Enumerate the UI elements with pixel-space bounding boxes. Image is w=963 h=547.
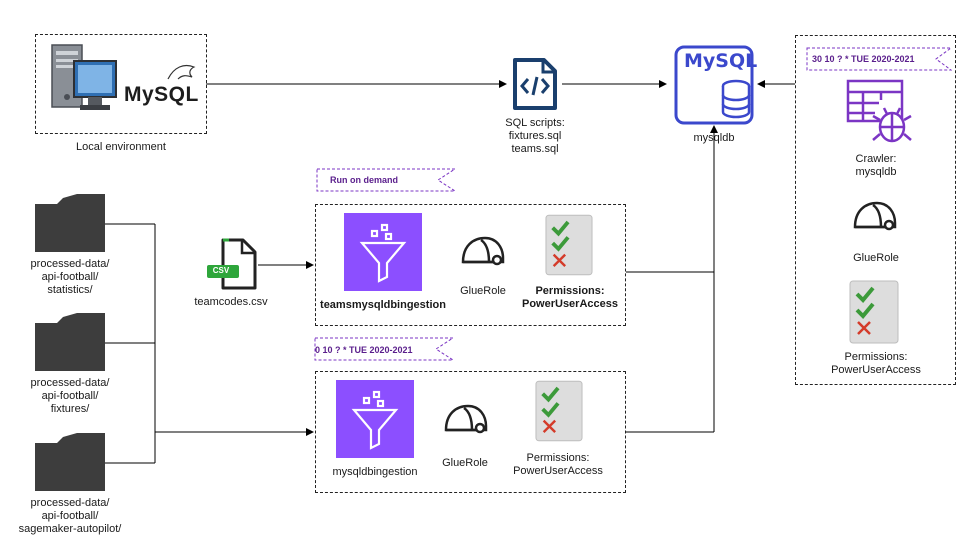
- sql-scripts-caption: SQL scripts: fixtures.sql teams.sql: [485, 117, 585, 156]
- sql-file-teams: teams.sql: [511, 143, 559, 155]
- crawler-schedule-text: 30 10 ? * TUE 2020-2021: [812, 54, 915, 64]
- folder-icon[interactable]: [35, 194, 105, 252]
- job-on-demand-permissions-icon[interactable]: [545, 214, 593, 276]
- crawler-caption: Crawler: mysqldb: [826, 153, 926, 179]
- crawler-label: Crawler:: [855, 153, 897, 165]
- local-environment-box: MySQL: [35, 34, 207, 134]
- folder-path-part: api-football/: [41, 271, 99, 283]
- job-scheduled-permissions-icon[interactable]: [535, 380, 583, 442]
- job-scheduled-permissions-caption: Permissions: PowerUserAccess: [498, 452, 618, 478]
- folder-path-part: api-football/: [41, 510, 99, 522]
- folder-caption-sagemaker: processed-data/ api-football/ sagemaker-…: [5, 497, 135, 536]
- mysqldb-icon[interactable]: [673, 44, 755, 126]
- on-demand-flag: [316, 168, 456, 192]
- job-on-demand-name: teamsmysqldbingestion: [320, 299, 446, 311]
- permissions-label: Permissions:: [535, 285, 605, 297]
- folder-path-part: api-football/: [41, 390, 99, 402]
- crawler-schedule-flag: [806, 47, 952, 71]
- permissions-policy: PowerUserAccess: [513, 465, 603, 477]
- csv-caption: teamcodes.csv: [194, 296, 268, 308]
- folder-caption-statistics: processed-data/ api-football/ statistics…: [10, 258, 130, 297]
- folder-icon[interactable]: [35, 433, 105, 491]
- sql-scripts-label: SQL scripts:: [505, 117, 565, 129]
- job-scheduled-role: GlueRole: [442, 457, 488, 469]
- folder-caption-fixtures: processed-data/ api-football/ fixtures/: [10, 377, 130, 416]
- mysqldb-logo-text: MySQL: [684, 50, 758, 72]
- mysqldb-caption: mysqldb: [693, 132, 735, 144]
- csv-badge-text: CSV: [212, 266, 230, 275]
- sql-script-file-icon[interactable]: [512, 57, 558, 111]
- crawler-panel: [795, 35, 956, 385]
- folder-path-part: processed-data/: [30, 258, 110, 270]
- crawler-permissions-icon[interactable]: [849, 280, 899, 344]
- glue-role-helmet-icon[interactable]: [459, 234, 507, 268]
- sql-file-fixtures: fixtures.sql: [508, 130, 562, 142]
- mysql-dolphin-icon: [167, 64, 196, 80]
- csv-file-icon[interactable]: [205, 238, 259, 290]
- crawler-icon[interactable]: [845, 78, 913, 148]
- permissions-policy: PowerUserAccess: [521, 298, 618, 310]
- folder-icon[interactable]: [35, 313, 105, 371]
- folder-path-part: processed-data/: [30, 497, 110, 509]
- glue-role-helmet-icon[interactable]: [851, 199, 899, 233]
- job-scheduled-box: [315, 371, 626, 493]
- crawler-permissions-label: Permissions:: [844, 351, 908, 363]
- job-on-demand-box: [315, 204, 626, 326]
- folder-path-part: processed-data/: [30, 377, 110, 389]
- folder-path-part: statistics/: [47, 284, 93, 296]
- job-scheduled-name: mysqldbingestion: [332, 466, 418, 478]
- job-on-demand-role: GlueRole: [460, 285, 506, 297]
- on-demand-tag-text: Run on demand: [330, 175, 398, 185]
- crawler-target: mysqldb: [855, 166, 897, 178]
- glue-role-helmet-icon[interactable]: [442, 402, 490, 436]
- computer-icon: [51, 44, 117, 110]
- glue-job-icon[interactable]: [336, 380, 414, 458]
- folder-path-part: sagemaker-autopilot/: [18, 523, 122, 535]
- local-environment-caption: Local environment: [76, 141, 166, 153]
- scheduled-flag: [314, 337, 454, 361]
- permissions-label: Permissions:: [526, 452, 590, 464]
- folder-path-part: fixtures/: [50, 403, 90, 415]
- scheduled-tag-text: 0 10 ? * TUE 2020-2021: [315, 345, 413, 355]
- crawler-permissions-caption: Permissions: PowerUserAccess: [816, 351, 936, 377]
- local-mysql-logo-text: MySQL: [124, 83, 199, 106]
- glue-job-icon[interactable]: [344, 213, 422, 291]
- job-on-demand-permissions-caption: Permissions: PowerUserAccess: [510, 285, 630, 311]
- crawler-role-caption: GlueRole: [853, 252, 899, 264]
- crawler-permissions-policy: PowerUserAccess: [831, 364, 921, 376]
